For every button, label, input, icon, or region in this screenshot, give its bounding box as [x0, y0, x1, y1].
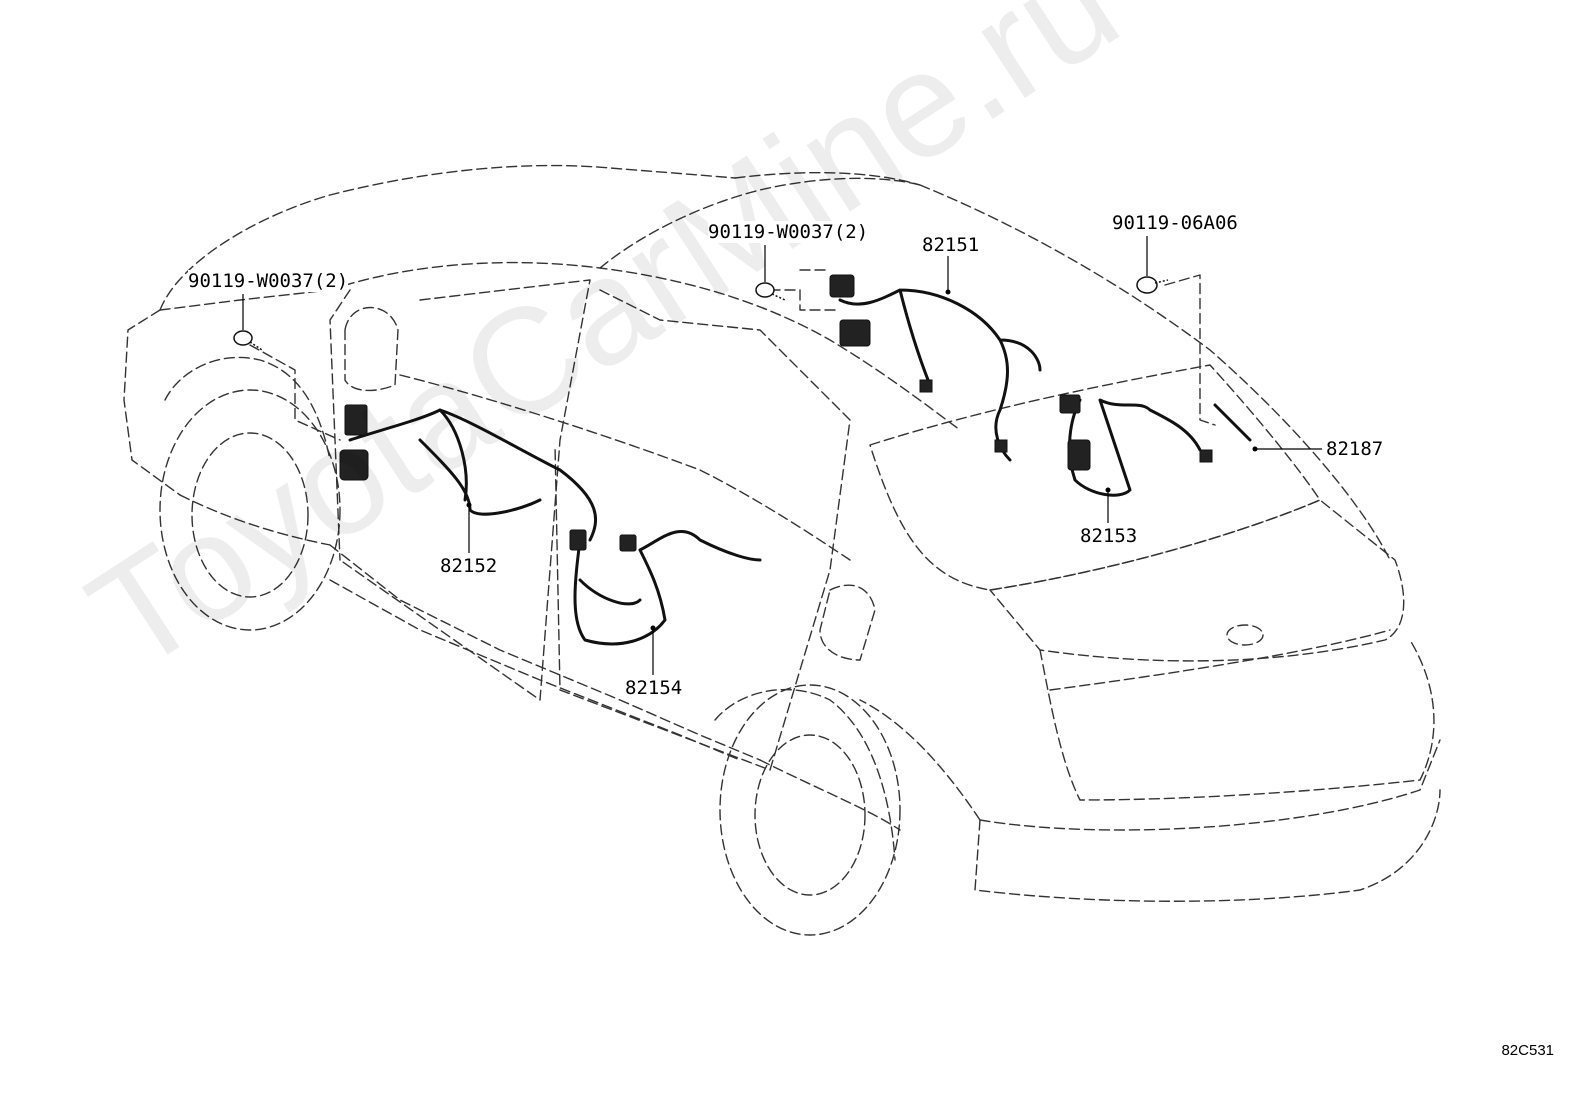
harness-82154-wire	[573, 529, 762, 646]
reference-code: 82C531	[1501, 1042, 1554, 1059]
body-side-line	[329, 544, 761, 761]
part-label-82154[interactable]: 82154	[625, 677, 683, 699]
hood-outline	[159, 164, 736, 311]
part-label-bolt-center[interactable]: 90119-W0037(2)	[708, 221, 869, 243]
bolt-right-icon	[1136, 276, 1169, 294]
front-wheel-outer	[159, 389, 341, 631]
part-label-82187[interactable]: 82187	[1326, 438, 1384, 460]
harness-82187-wire	[1213, 403, 1252, 442]
part-label-bolt-right[interactable]: 90119-06A06	[1112, 212, 1238, 234]
front-wheel-inner	[191, 432, 309, 598]
trunk-outline	[989, 499, 1405, 662]
rear-bumper-outline	[1039, 639, 1435, 801]
bolt-left-icon	[233, 330, 263, 351]
rear-wheel-outer	[719, 684, 901, 936]
bolt-center-icon	[755, 282, 786, 301]
part-label-82153[interactable]: 82153	[1080, 525, 1138, 547]
part-label-bolt-left[interactable]: 90119-W0037(2)	[188, 270, 349, 292]
harness-82152-wire	[348, 408, 597, 542]
front-bumper-outline	[123, 309, 181, 496]
part-label-82151[interactable]: 82151	[922, 234, 980, 256]
rear-wheel-inner	[754, 734, 866, 896]
roof-outline	[329, 261, 961, 431]
rear-door-outline	[554, 289, 851, 771]
rear-window-outline	[869, 364, 1321, 591]
mirror-outline	[344, 306, 399, 392]
harness-82151-wire	[838, 288, 1042, 462]
front-door-outline	[339, 279, 591, 701]
part-label-82152[interactable]: 82152	[440, 555, 498, 577]
